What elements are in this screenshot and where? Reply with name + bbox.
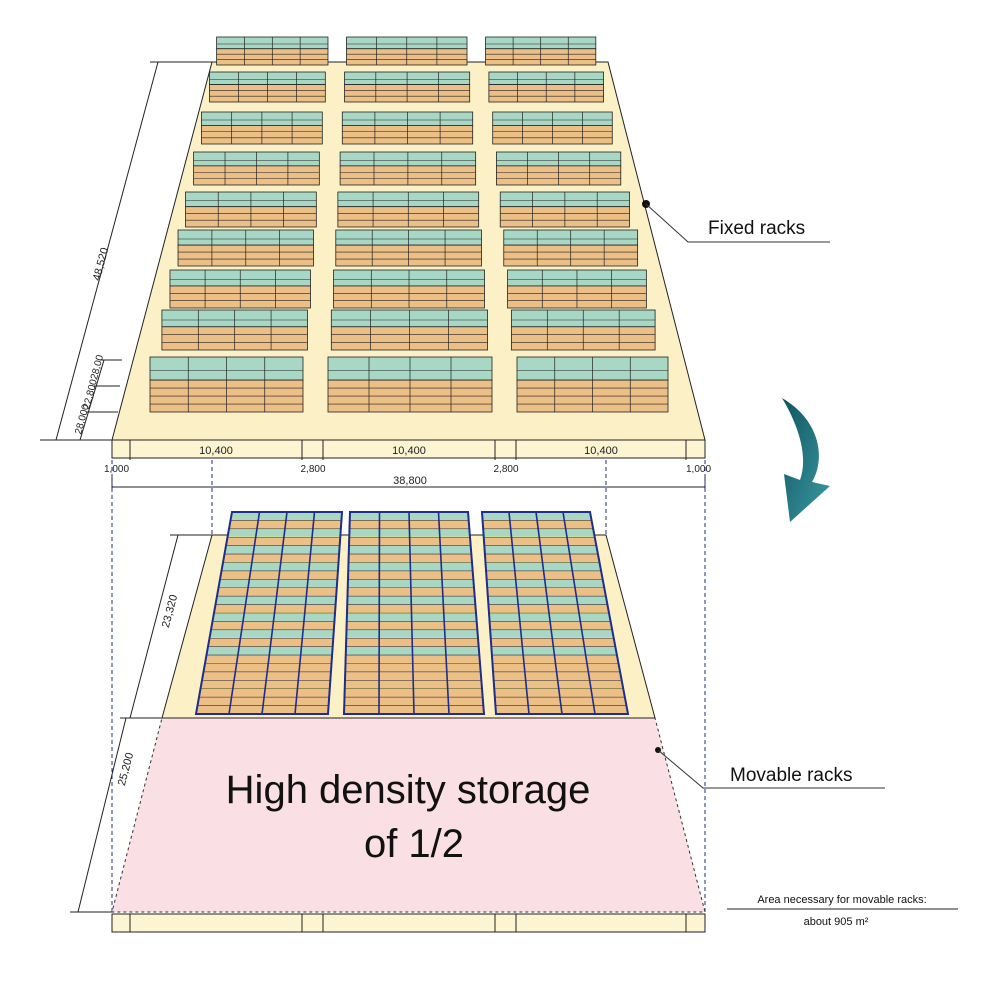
fixed-depth-total: 48,520 bbox=[91, 246, 111, 282]
movable-width-strip bbox=[111, 913, 706, 933]
movable-depth-saved: 25,200 bbox=[116, 751, 136, 787]
fixed-rack-block bbox=[216, 36, 329, 66]
fixed-rack-block bbox=[333, 269, 485, 309]
aisle-width-2: 2,800 bbox=[493, 464, 518, 475]
fixed-depth-small-a: 28,000 bbox=[73, 403, 92, 436]
movable-callout-line bbox=[657, 749, 885, 789]
fixed-rack-block bbox=[346, 36, 468, 66]
bay-width-3: 10,400 bbox=[584, 445, 618, 457]
fixed-rack-block bbox=[185, 191, 317, 228]
fixed-rack-block bbox=[335, 229, 482, 267]
transition-arrow-icon bbox=[782, 398, 830, 522]
projection-lines bbox=[111, 460, 706, 912]
fixed-rack-block bbox=[341, 111, 474, 145]
fixed-rack-block bbox=[337, 191, 480, 228]
bay-width-2: 10,400 bbox=[392, 445, 426, 457]
fixed-callout-line bbox=[645, 203, 830, 243]
movable-rack-block bbox=[194, 511, 344, 715]
fixed-rack-block bbox=[209, 71, 326, 103]
fixed-rack-block bbox=[149, 356, 304, 413]
headline-line-1: High density storage bbox=[226, 768, 591, 812]
total-width-label: 38,800 bbox=[393, 475, 427, 487]
fixed-rack-block bbox=[499, 191, 630, 228]
bay-width-1: 10,400 bbox=[199, 445, 233, 457]
headline-line-2: of 1/2 bbox=[364, 822, 464, 866]
fixed-rack-block bbox=[488, 71, 604, 103]
movable-rack-block bbox=[342, 511, 486, 715]
movable-rack-block bbox=[480, 511, 630, 715]
fixed-rack-block bbox=[516, 356, 669, 413]
fixed-rack-group bbox=[149, 36, 669, 413]
fixed-rack-block bbox=[177, 229, 314, 267]
movable-depth-dimension bbox=[70, 534, 215, 913]
fixed-rack-block bbox=[193, 151, 320, 186]
fixed-rack-block bbox=[510, 309, 656, 351]
fixed-depth-small-c: 28,00 bbox=[89, 353, 106, 380]
movable-rack-group bbox=[194, 511, 630, 715]
edge-width-right: 1,000 bbox=[686, 464, 711, 475]
strip-ticks bbox=[129, 440, 687, 460]
fixed-width-strip bbox=[111, 439, 706, 459]
movable-racks-label: Movable racks bbox=[730, 765, 853, 786]
saved-area bbox=[111, 717, 706, 913]
aisle-width-1: 2,800 bbox=[300, 464, 325, 475]
fixed-rack-block bbox=[485, 36, 597, 66]
fixed-rack-block bbox=[344, 71, 471, 103]
fixed-rack-block bbox=[161, 309, 308, 351]
movable-depth-racks: 23,320 bbox=[160, 593, 180, 629]
fixed-rack-block bbox=[339, 151, 477, 186]
fixed-rack-block bbox=[201, 111, 323, 145]
fixed-racks-label: Fixed racks bbox=[708, 218, 805, 239]
fixed-rack-block bbox=[330, 309, 488, 351]
area-value: about 905 m² bbox=[804, 916, 869, 928]
fixed-rack-block bbox=[327, 356, 493, 413]
fixed-rack-block bbox=[507, 269, 647, 309]
fixed-rack-block bbox=[503, 229, 639, 267]
edge-width-left: 1,000 bbox=[104, 464, 129, 475]
fixed-depth-dimension bbox=[40, 61, 215, 441]
fixed-rack-block bbox=[169, 269, 311, 309]
fixed-rack-block bbox=[496, 151, 622, 186]
fixed-rack-block bbox=[492, 111, 613, 145]
area-caption: Area necessary for movable racks: bbox=[757, 894, 926, 906]
